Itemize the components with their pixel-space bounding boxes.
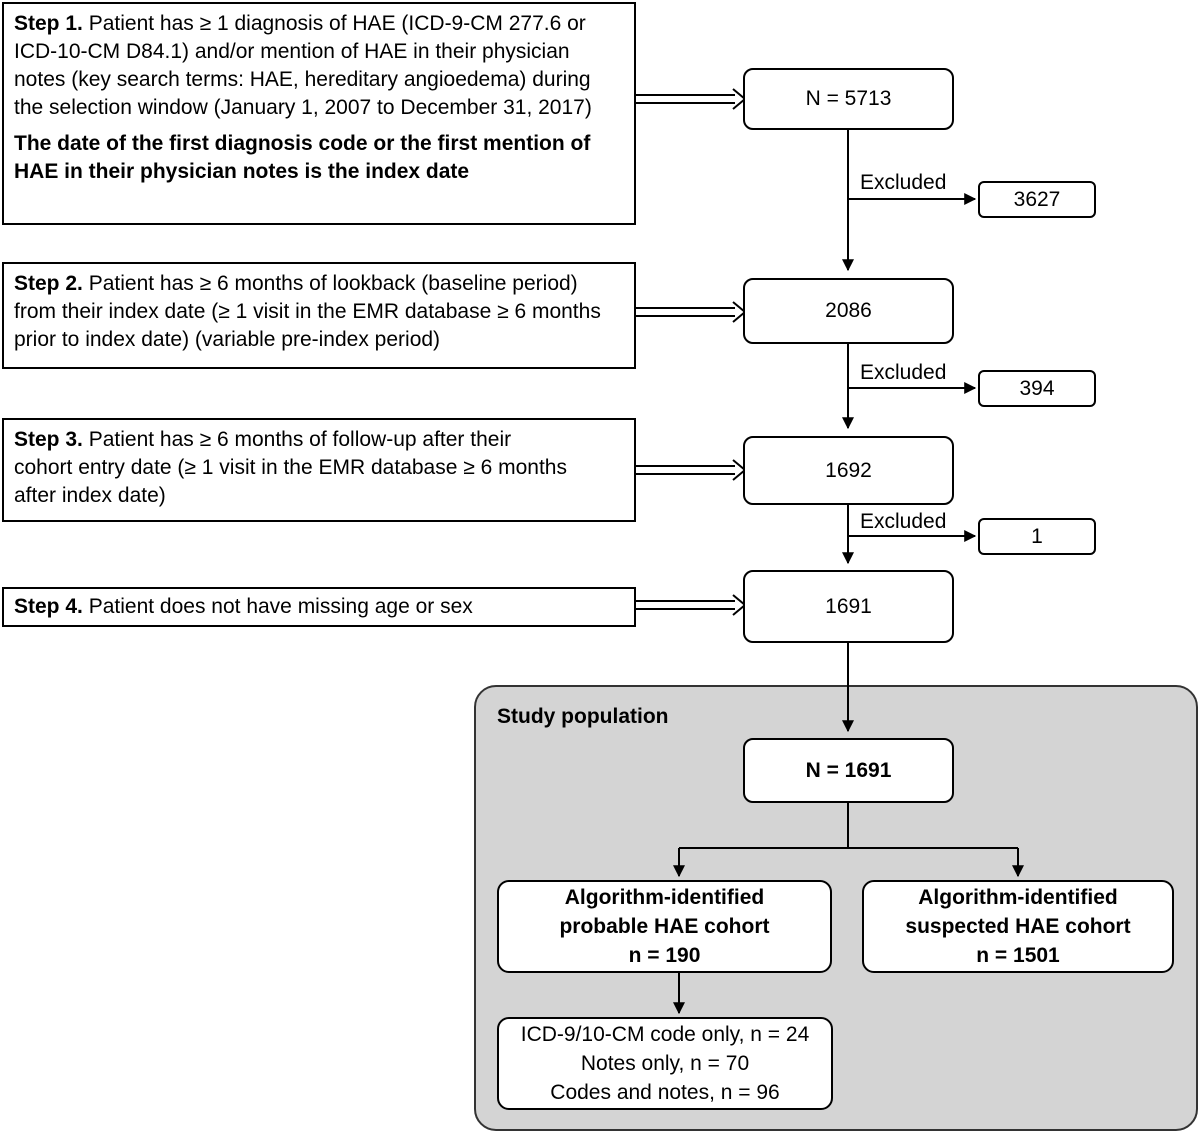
suspected-cohort-line2: suspected HAE cohort: [905, 915, 1131, 938]
suspected-cohort-line1: Algorithm-identified: [918, 886, 1118, 909]
probable-cohort-n: n = 190: [628, 944, 701, 967]
count-step4: 1691: [743, 570, 954, 643]
probable-breakdown-box: ICD-9/10-CM code only, n = 24 Notes only…: [497, 1017, 833, 1110]
probable-cohort-line2: probable HAE cohort: [559, 915, 770, 938]
breakdown-notes-only: Notes only, n = 70: [580, 1052, 750, 1075]
step2-double-arrow: [636, 301, 747, 323]
count-step2: 2086: [743, 278, 954, 344]
study-population-title: Study population: [497, 705, 669, 728]
step-3-box: Step 3. Patient has ≥ 6 months of follow…: [2, 418, 636, 522]
step-2-lead: Step 2.: [14, 272, 83, 295]
count-step3: 1692: [743, 436, 954, 505]
breakdown-codes-and-notes: Codes and notes, n = 96: [550, 1081, 780, 1104]
step-4-box: Step 4. Patient does not have missing ag…: [2, 587, 636, 627]
study-total-box: N = 1691: [743, 738, 954, 803]
step3-double-arrow: [636, 459, 747, 481]
step-4-lead: Step 4.: [14, 595, 83, 618]
excluded-count-3: 1: [978, 518, 1096, 555]
suspected-cohort-box: Algorithm-identified suspected HAE cohor…: [862, 880, 1174, 973]
step-1-box: Step 1. Patient has ≥ 1 diagnosis of HAE…: [2, 2, 636, 225]
step-3-lead: Step 3.: [14, 428, 83, 451]
step1-double-arrow: [636, 88, 747, 110]
probable-cohort-line1: Algorithm-identified: [564, 886, 765, 909]
excluded-label-3: Excluded: [860, 510, 947, 533]
suspected-cohort-n: n = 1501: [976, 944, 1060, 967]
count-step1: N = 5713: [743, 68, 954, 130]
excluded-label-2: Excluded: [860, 361, 947, 384]
excluded-label-1: Excluded: [860, 171, 947, 194]
excluded-count-1: 3627: [978, 181, 1096, 218]
step4-double-arrow: [636, 594, 747, 616]
breakdown-codes-only: ICD-9/10-CM code only, n = 24: [520, 1023, 810, 1046]
step-3-text: Patient has ≥ 6 months of follow-up afte…: [14, 428, 567, 507]
step-1-lead: Step 1.: [14, 12, 83, 35]
step-4-text: Patient does not have missing age or sex: [88, 595, 473, 618]
step-1-text: Patient has ≥ 1 diagnosis of HAE (ICD-9-…: [14, 12, 592, 119]
step-1-note: The date of the first diagnosis code or …: [14, 132, 591, 183]
probable-cohort-box: Algorithm-identified probable HAE cohort…: [497, 880, 832, 973]
step-2-text: Patient has ≥ 6 months of lookback (base…: [14, 272, 601, 351]
step-2-box: Step 2. Patient has ≥ 6 months of lookba…: [2, 262, 636, 369]
excluded-count-2: 394: [978, 370, 1096, 407]
